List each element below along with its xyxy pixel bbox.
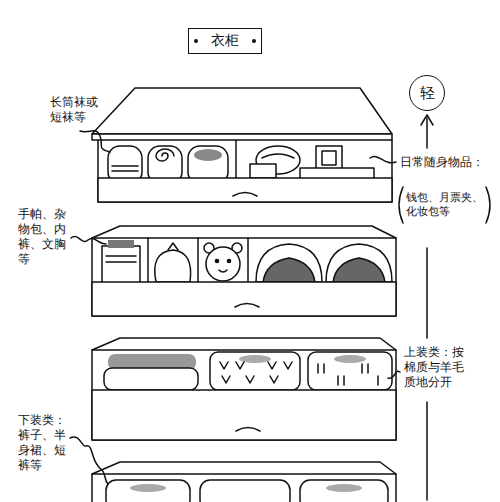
axis-arrow [426, 118, 428, 148]
daily-items-heading: 日常随身物品： [400, 155, 484, 170]
drawer-rim [92, 237, 396, 239]
fourth-drawer [92, 462, 396, 502]
bear-mouth [219, 270, 227, 272]
blur-patch [334, 355, 366, 363]
bra-cup [256, 244, 322, 282]
bracket [486, 187, 490, 223]
bottoms-note: 下装类：裤子、半身裙、短裤等 [18, 413, 70, 473]
folded-sweater [210, 352, 300, 390]
node-text: 轻 [420, 85, 435, 102]
drawer-rim [92, 349, 396, 351]
blur-patch [326, 484, 362, 492]
bear-eye [227, 259, 230, 262]
blur-patch [194, 149, 222, 161]
daily-items-note: 钱包、月票夹、化妆包等 [406, 191, 486, 219]
title-text: 衣柜 [211, 33, 239, 48]
folded-sweater [308, 352, 392, 390]
top-drawer [92, 88, 392, 202]
leader-line [370, 156, 396, 162]
drawer-front [92, 282, 396, 316]
folded-shirt [104, 368, 198, 390]
small-pouch [250, 164, 276, 178]
drawer-handle [235, 304, 259, 308]
nail-dot [252, 39, 256, 43]
jar-ridges [106, 256, 136, 262]
folded-trousers [106, 480, 190, 502]
blur-patch [108, 240, 134, 248]
third-drawer [92, 338, 396, 440]
folded-trousers [200, 480, 290, 502]
drawer-divider [148, 238, 248, 282]
lid-edge [92, 134, 392, 140]
jar [102, 246, 140, 284]
small-items-note: 手帕、杂物包、内裤、文胸等 [18, 207, 70, 267]
arrow-head [421, 115, 433, 125]
sock-spiral [156, 149, 174, 161]
blur-patch [130, 484, 166, 492]
folded-trousers [300, 480, 388, 502]
bracket [399, 187, 403, 223]
drawer-body [92, 338, 396, 440]
drawer-handle [233, 193, 257, 197]
card-holder [316, 146, 342, 170]
card-window [322, 151, 336, 165]
drawer-lid [92, 88, 392, 134]
drawer-divider [235, 140, 237, 178]
leader-line [70, 437, 108, 484]
pouch [155, 250, 191, 282]
sock-stripes [112, 166, 138, 171]
weight-circle: 轻 [409, 75, 445, 111]
drawer-rim [92, 473, 396, 475]
tops-note: 上装类：按棉质与羊毛质地分开 [404, 345, 468, 390]
second-drawer [92, 226, 396, 316]
drawers [70, 88, 490, 502]
bra-lace [333, 258, 385, 282]
knit-marks [220, 362, 292, 383]
drawer-body [98, 140, 392, 202]
drawer-handle [236, 428, 260, 432]
leader-line [71, 236, 106, 244]
bear-face [206, 247, 240, 281]
bear-eye [215, 259, 218, 262]
drawer-body [92, 226, 396, 316]
drawer-front [98, 178, 392, 202]
bra-cup [326, 244, 392, 282]
leader-line [388, 371, 400, 378]
pouch-knot [168, 243, 178, 250]
sock-note: 长筒袜或短袜等 [50, 95, 102, 125]
knit-marks [318, 364, 378, 385]
drawer-front [92, 390, 396, 440]
purse-seam [262, 154, 294, 158]
leader-line [80, 131, 110, 152]
nail-dot [194, 39, 198, 43]
wardrobe-plaque: 衣柜 [188, 28, 262, 54]
bra-lace [263, 258, 315, 282]
